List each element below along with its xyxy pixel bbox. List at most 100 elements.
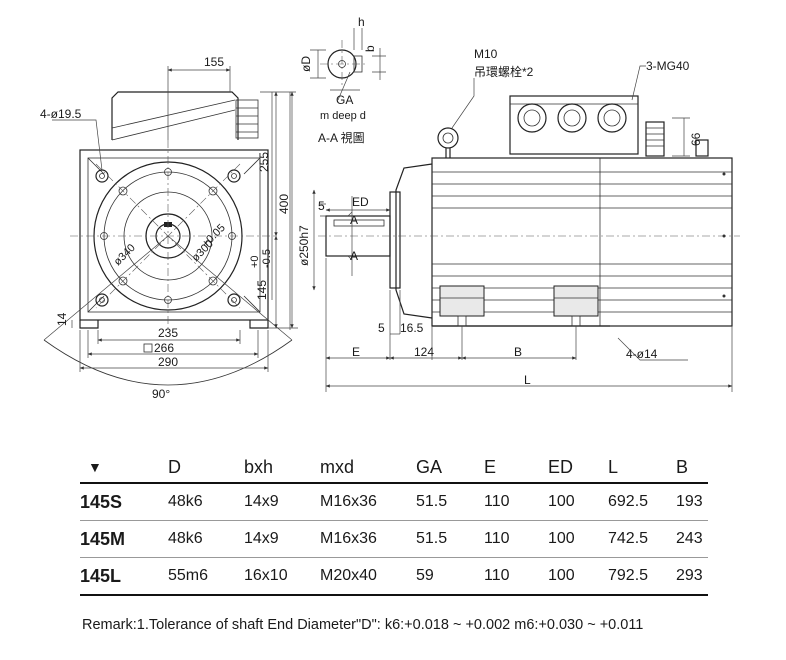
terminal-box-side <box>509 95 639 155</box>
cell-ED: 100 <box>548 483 608 521</box>
terminal-box-lid-line <box>111 109 236 141</box>
corner-ribs <box>87 157 261 313</box>
cable-gland <box>235 99 259 139</box>
cell-GA: 59 <box>416 557 484 596</box>
foot-hole-1 <box>457 315 467 327</box>
header-mxd: mxd <box>320 452 416 484</box>
h-label: h <box>358 15 365 29</box>
dimension-table: ▼ D bxh mxd GA E ED L B 145S 48k6 14x9 M… <box>80 452 708 596</box>
ED-label: ED <box>352 195 369 209</box>
cable-gland-ribs <box>236 107 258 133</box>
eye-bolt-inner <box>442 132 454 144</box>
A-bottom-label: A <box>350 249 358 263</box>
connector <box>645 121 665 157</box>
cell-L: 742.5 <box>608 520 676 558</box>
dim-145-tol-upper: +0 <box>249 255 261 268</box>
hole-note-leader <box>52 119 103 171</box>
front-view: 155 4-ø19.5 255 400 145 +0 -0.5 14 235 2… <box>40 55 298 401</box>
cell-L: 792.5 <box>608 557 676 596</box>
foot-rear <box>553 285 599 317</box>
header-ED: ED <box>548 452 608 484</box>
header-GA: GA <box>416 452 484 484</box>
A-arrows <box>347 211 353 261</box>
header-B: B <box>676 452 708 484</box>
rear-nipple <box>695 139 709 157</box>
cell-ED: 100 <box>548 520 608 558</box>
front-housing <box>79 149 269 321</box>
section-centerlines <box>320 40 368 88</box>
dim-D-ext <box>310 49 326 79</box>
angle-label: 90° <box>152 387 170 401</box>
m10-label: M10 <box>474 47 498 61</box>
square-symbol <box>143 343 153 353</box>
front-centerlines <box>70 140 278 330</box>
cell-D: 48k6 <box>168 483 244 521</box>
foot-hole-2 <box>571 315 581 327</box>
cell-B: 243 <box>676 520 708 558</box>
terminal-box-outline <box>111 91 239 140</box>
cell-bxh: 14x9 <box>244 483 320 521</box>
cell-ED: 100 <box>548 557 608 596</box>
GA-label: GA <box>336 93 353 107</box>
header-bxh: bxh <box>244 452 320 484</box>
motor-dimension-drawing: 155 4-ø19.5 255 400 145 +0 -0.5 14 235 2… <box>40 15 740 401</box>
dim-66-line <box>672 117 690 157</box>
cell-D: 48k6 <box>168 520 244 558</box>
cell-B: 193 <box>676 483 708 521</box>
cell-bxh: 14x9 <box>244 520 320 558</box>
dim-vertical-lines <box>260 91 296 330</box>
mg40-label: 3-MG40 <box>646 59 690 73</box>
section-title: A-A 視圖 <box>318 130 365 145</box>
side-ext-lines <box>325 258 733 392</box>
spigot <box>389 191 401 289</box>
dim-h-ext <box>353 28 363 50</box>
cell-E: 110 <box>484 557 548 596</box>
hole-note-label: 4-ø19.5 <box>40 107 82 121</box>
row-model: 145L <box>80 557 168 596</box>
feet-holes-label: 4-ø14 <box>626 347 658 361</box>
dim-124-label: 124 <box>414 345 434 359</box>
L-label: L <box>524 373 531 387</box>
eyebolt-label: 吊環螺栓*2 <box>474 64 534 79</box>
five-bottom-label: 5 <box>378 321 385 335</box>
cell-D: 55m6 <box>168 557 244 596</box>
dim-horizontal-ext <box>79 330 269 372</box>
terminal-box-lid-line-2 <box>111 99 236 129</box>
foot-front <box>439 285 485 317</box>
header-D: D <box>168 452 244 484</box>
table-header-row: ▼ D bxh mxd GA E ED L B <box>80 452 708 484</box>
eye-bolt-stem <box>445 148 451 158</box>
shaft-key-side <box>333 219 385 227</box>
cell-mxd: M16x36 <box>320 483 416 521</box>
cell-B: 293 <box>676 557 708 596</box>
b-label: b <box>363 45 377 52</box>
table-row: 145L 55m6 16x10 M20x40 59 110 100 792.5 … <box>80 557 708 596</box>
A-top-label: A <box>350 213 358 227</box>
dim-155-ext <box>167 66 231 140</box>
cell-E: 110 <box>484 483 548 521</box>
dim-14-label: 14 <box>55 312 69 326</box>
cable-entries <box>517 103 627 133</box>
header-E: E <box>484 452 548 484</box>
remark-note: Remark:1.Tolerance of shaft End Diameter… <box>82 617 644 633</box>
side-view: M10 吊環螺栓*2 3-MG40 66 ED 5 A A ø250h7 5 1… <box>297 47 740 392</box>
five-top-label: 5 <box>318 199 325 213</box>
B-label: B <box>514 345 522 359</box>
dim-5-top-ext <box>320 203 326 217</box>
header-L: L <box>608 452 676 484</box>
feet-holes-leader <box>617 337 688 361</box>
m-deep-label: m deep d <box>320 110 366 122</box>
cell-GA: 51.5 <box>416 520 484 558</box>
dim-GA-lines <box>330 71 360 101</box>
front-feet <box>79 320 269 329</box>
dim-16-5-label: 16.5 <box>400 321 424 335</box>
dim-155-label: 155 <box>204 55 224 69</box>
dim-66-label: 66 <box>689 132 703 146</box>
dim-290-label: 290 <box>158 355 178 369</box>
section-view: h b øD GA m deep d A-A 視圖 <box>299 15 386 145</box>
dim-145-tol-lower: -0.5 <box>261 249 273 268</box>
table-row: 145S 48k6 14x9 M16x36 51.5 110 100 692.5… <box>80 483 708 521</box>
E-label: E <box>352 345 360 359</box>
dim-b-ext <box>372 48 386 80</box>
front-housing-inner <box>87 157 261 313</box>
